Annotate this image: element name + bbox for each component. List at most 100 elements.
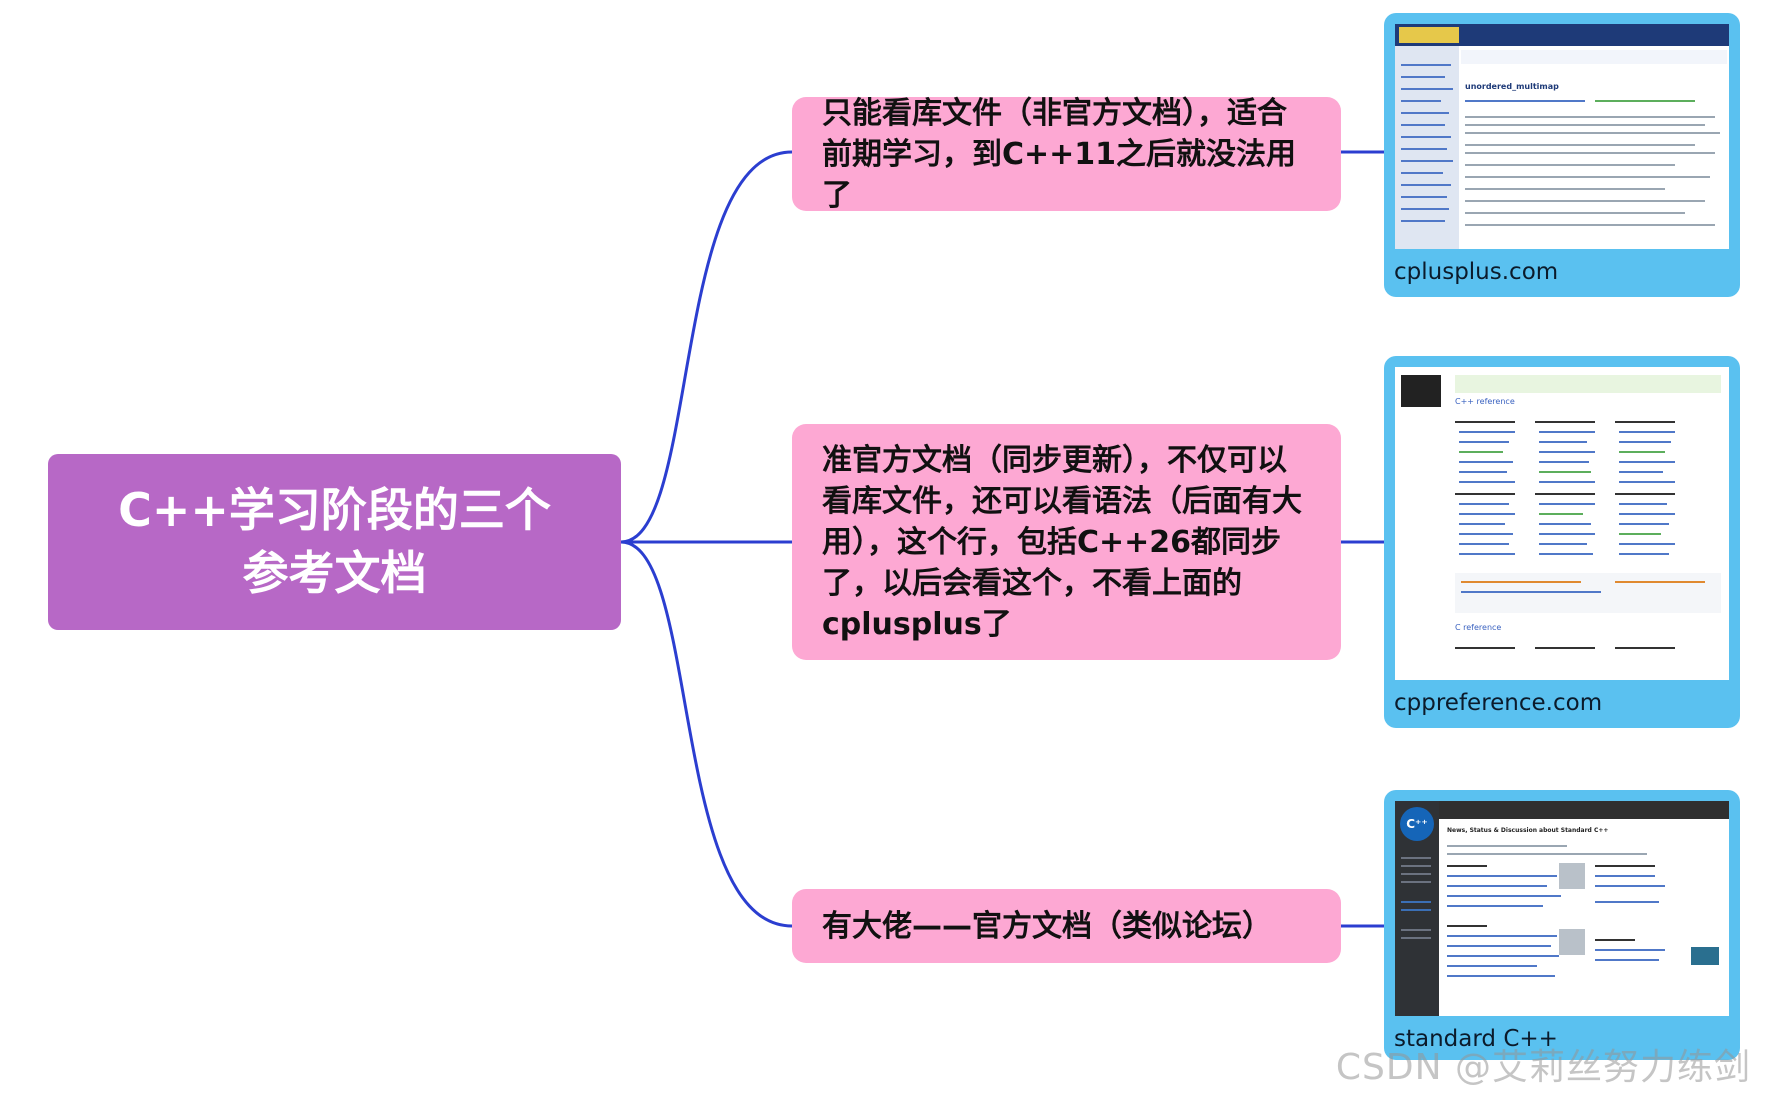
card-standard-cpp[interactable]: C⁺⁺ News, Status & Discussion about Stan… [1384, 790, 1740, 1060]
thumb-link [1539, 513, 1583, 515]
thumb-link [1459, 513, 1515, 515]
topic-standard-cpp-label: 有大佬——官方文档（类似论坛） [822, 908, 1272, 944]
isocpp-screenshot-thumbnail: C⁺⁺ News, Status & Discussion about Stan… [1395, 801, 1729, 1016]
topic-cplusplus[interactable]: 只能看库文件（非官方文档），适合前期学习，到C++11之后就没法用了 [792, 96, 1341, 213]
thumb-section-title [1535, 647, 1595, 649]
thumb-page-heading: C++ reference [1455, 397, 1515, 406]
thumb-section-title [1615, 493, 1675, 495]
thumb-link [1447, 905, 1543, 907]
thumb-page-heading: unordered_multimap [1465, 82, 1559, 91]
connector-root-to-node-3 [620, 540, 793, 928]
topic-cppreference[interactable]: 准官方文档（同步更新），不仅可以看库文件，还可以看语法（后面有大用），这个行，包… [792, 424, 1341, 660]
thumb-section-title [1455, 647, 1515, 649]
thumb-link [1447, 935, 1557, 937]
thumb-top-nav [1395, 801, 1729, 819]
topic-cplusplus-label: 只能看库文件（非官方文档），适合前期学习，到C++11之后就没法用了 [822, 95, 1297, 213]
thumb-link [1459, 481, 1515, 483]
thumb-link [1619, 481, 1675, 483]
thumb-link [1447, 875, 1557, 877]
product-news-thumbnail [1691, 947, 1719, 965]
thumb-section-title [1535, 493, 1595, 495]
thumb-text-line [1465, 144, 1695, 146]
thumb-side-link [1401, 124, 1445, 126]
thumb-side-link [1401, 88, 1453, 90]
thumb-side-link [1401, 208, 1449, 210]
thumb-link [1539, 553, 1593, 555]
thumb-text-line [1465, 176, 1710, 178]
thumb-link [1619, 523, 1669, 525]
thumb-side-link [1401, 909, 1431, 911]
thumb-link [1539, 431, 1595, 433]
thumb-link [1539, 461, 1589, 463]
thumb-link [1447, 975, 1555, 977]
thumb-side-link [1401, 929, 1431, 931]
thumb-link [1447, 895, 1561, 897]
root-topic[interactable]: C++学习阶段的三个参考文档 [48, 454, 621, 630]
thumb-text-line [1465, 164, 1675, 166]
card-caption: standard C++ [1394, 1026, 1558, 1052]
thumb-sidebar [1395, 46, 1459, 249]
thumb-section-title [1447, 925, 1487, 927]
thumb-link [1595, 885, 1665, 887]
thumb-link [1619, 543, 1675, 545]
thumb-text-line [1465, 124, 1705, 126]
thumb-section-title [1535, 421, 1595, 423]
thumb-text-line [1465, 212, 1685, 214]
thumb-link [1459, 553, 1515, 555]
thumb-link [1619, 553, 1669, 555]
thumb-link [1539, 533, 1595, 535]
thumb-link [1595, 959, 1659, 961]
connector-root-to-node-1 [620, 150, 793, 544]
thumb-side-link [1401, 857, 1431, 859]
topic-cppreference-label: 准官方文档（同步更新），不仅可以看库文件，还可以看语法（后面有大用），这个行，包… [822, 442, 1302, 642]
thumb-section-title [1447, 865, 1487, 867]
root-topic-label: C++学习阶段的三个参考文档 [118, 483, 551, 600]
thumb-section-title [1455, 421, 1515, 423]
thumb-link [1619, 441, 1671, 443]
card-caption: cppreference.com [1394, 690, 1603, 716]
thumb-link [1459, 533, 1513, 535]
cppreference-logo [1401, 375, 1441, 407]
topic-standard-cpp[interactable]: 有大佬——官方文档（类似论坛） [792, 889, 1341, 963]
cplusplus-logo [1399, 27, 1459, 43]
card-cplusplus[interactable]: unordered_multimap [1384, 13, 1740, 297]
thumb-link [1459, 461, 1513, 463]
cplusplus-screenshot-thumbnail: unordered_multimap [1395, 24, 1729, 249]
thumb-link [1619, 451, 1665, 453]
thumb-side-link [1401, 172, 1443, 174]
thumb-side-link [1401, 136, 1451, 138]
thumb-section-title [1595, 939, 1635, 941]
thumb-link [1619, 471, 1663, 473]
thumb-section-title [1615, 421, 1675, 423]
thumb-code-line [1465, 100, 1585, 102]
thumb-link [1459, 451, 1503, 453]
thumb-section-title [1455, 493, 1515, 495]
author-photo [1559, 863, 1585, 889]
thumb-side-link [1401, 160, 1453, 162]
thumb-text-line [1465, 188, 1665, 190]
thumb-link [1539, 481, 1595, 483]
thumb-notice-box [1455, 375, 1721, 393]
thumb-link [1619, 431, 1675, 433]
thumb-text-line [1465, 132, 1720, 134]
thumb-link [1539, 471, 1591, 473]
thumb-side-link [1401, 220, 1445, 222]
thumb-header-bar [1395, 24, 1729, 46]
thumb-link [1595, 901, 1659, 903]
thumb-link [1539, 543, 1587, 545]
thumb-side-link [1401, 64, 1451, 66]
thumb-technical-spec-box [1455, 573, 1721, 613]
thumb-link [1459, 523, 1505, 525]
card-caption: cplusplus.com [1394, 259, 1559, 285]
thumb-link [1619, 503, 1667, 505]
thumb-side-link [1401, 148, 1447, 150]
thumb-side-link [1401, 196, 1447, 198]
card-cppreference[interactable]: C++ reference [1384, 356, 1740, 728]
thumb-side-link [1401, 881, 1431, 883]
cppreference-screenshot-thumbnail: C++ reference [1395, 367, 1729, 680]
thumb-code-line [1595, 100, 1695, 102]
thumb-tab-row [1461, 50, 1727, 64]
thumb-side-link [1401, 76, 1445, 78]
